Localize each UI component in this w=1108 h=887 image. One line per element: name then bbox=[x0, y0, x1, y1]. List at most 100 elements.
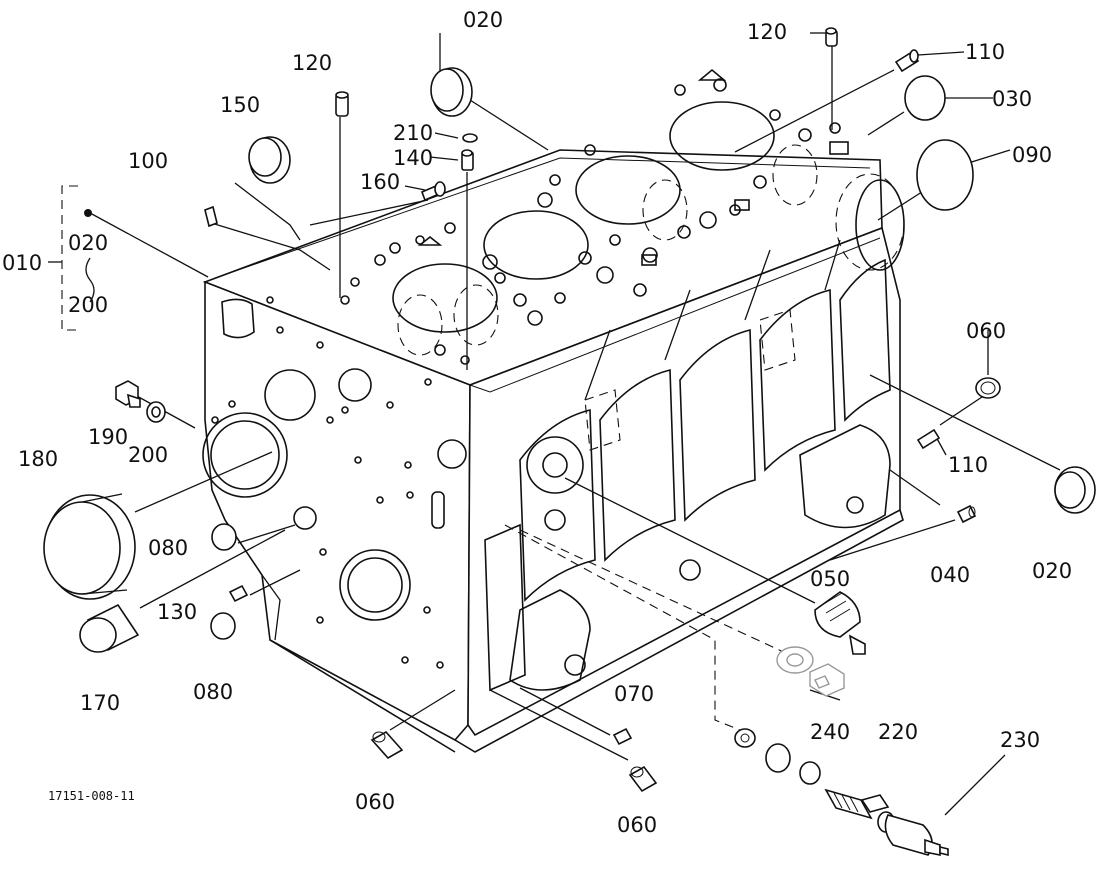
front-bore-hole bbox=[293, 506, 317, 530]
boss-pad-lower bbox=[544, 509, 566, 531]
hidden-bore-c bbox=[642, 179, 688, 241]
callout-120-right: 120 bbox=[747, 20, 787, 44]
rear-flange bbox=[799, 424, 891, 529]
cylinder-bore-2 bbox=[483, 210, 589, 280]
part-170-cap bbox=[79, 603, 140, 653]
front-face-holes bbox=[211, 296, 444, 669]
hidden-bore-a bbox=[397, 294, 443, 356]
part-210-o-ring bbox=[462, 133, 478, 143]
front-bore-small bbox=[338, 368, 372, 402]
boss-pad-hole bbox=[542, 452, 568, 478]
front-side-rail bbox=[484, 523, 526, 692]
callout-140: 140 bbox=[393, 146, 433, 170]
cylinder-block bbox=[202, 68, 905, 753]
part-230-sensor-assembly bbox=[734, 728, 949, 857]
callout-070: 070 bbox=[614, 682, 654, 706]
part-180-oil-seal bbox=[43, 493, 136, 600]
callout-060-bottom-left: 060 bbox=[355, 790, 395, 814]
block-base-edge bbox=[269, 639, 456, 753]
part-140-collar bbox=[461, 149, 474, 171]
deck-lip bbox=[469, 237, 881, 393]
part-020-right-ring bbox=[1054, 466, 1096, 514]
callout-020-top: 020 bbox=[463, 8, 503, 32]
callout-030: 030 bbox=[992, 87, 1032, 111]
front-bore-lower bbox=[339, 549, 411, 621]
part-030-plug bbox=[904, 75, 946, 121]
part-020-top-plug bbox=[430, 67, 473, 117]
front-bore-lower-inner bbox=[347, 557, 403, 613]
callout-010: 010 bbox=[2, 251, 42, 275]
callout-190: 190 bbox=[88, 425, 128, 449]
callout-120-left: 120 bbox=[292, 51, 332, 75]
part-110-top-sleeve bbox=[894, 49, 920, 73]
part-190-plug-bolt bbox=[115, 380, 141, 408]
callout-170: 170 bbox=[80, 691, 120, 715]
hidden-bore-b bbox=[453, 284, 499, 346]
deck-holes bbox=[340, 68, 849, 365]
callout-110-right: 110 bbox=[948, 453, 988, 477]
callout-090: 090 bbox=[1012, 143, 1052, 167]
front-window bbox=[221, 298, 255, 339]
callout-210: 210 bbox=[393, 121, 433, 145]
part-060-right-plug bbox=[975, 377, 1001, 399]
callout-020-bracket: 020 bbox=[68, 231, 108, 255]
front-bore-upper bbox=[264, 369, 316, 421]
part-080-lower-plug bbox=[210, 612, 236, 640]
callout-160: 160 bbox=[360, 170, 400, 194]
bracket-010 bbox=[48, 185, 95, 331]
front-slot bbox=[431, 491, 445, 529]
callout-200-washer: 200 bbox=[128, 443, 168, 467]
deck-edge bbox=[214, 157, 871, 279]
callout-050: 050 bbox=[810, 567, 850, 591]
rear-flange-hole bbox=[846, 496, 864, 514]
part-120-left-pin bbox=[335, 91, 349, 117]
part-150-cap bbox=[248, 136, 291, 184]
block-bottom-rail bbox=[454, 509, 904, 753]
part-060-bottom-left-plug bbox=[370, 730, 404, 760]
callout-080-lower: 080 bbox=[193, 680, 233, 704]
part-130-pin bbox=[228, 584, 249, 603]
part-080-upper-plug bbox=[211, 523, 237, 551]
front-bore-mid bbox=[437, 439, 467, 469]
boss-pad bbox=[526, 436, 584, 494]
cylinder-bore-1 bbox=[392, 263, 498, 333]
figure-code: 17151-008-11 bbox=[48, 789, 135, 803]
front-crank-bore-inner bbox=[210, 420, 280, 490]
part-060-bottom-mid-plug bbox=[628, 765, 658, 793]
callout-060-bottom-mid: 060 bbox=[617, 813, 657, 837]
part-070-plug bbox=[612, 727, 633, 746]
block-front-lower bbox=[261, 574, 281, 641]
part-050-fitting bbox=[814, 591, 866, 655]
callout-110-top: 110 bbox=[965, 40, 1005, 64]
cylinder-bore-3 bbox=[575, 155, 681, 225]
callout-150: 150 bbox=[220, 93, 260, 117]
part-120-right-pin bbox=[825, 27, 838, 47]
part-090-cover bbox=[916, 139, 974, 211]
callout-080-upper: 080 bbox=[148, 536, 188, 560]
front-crank-bore bbox=[202, 412, 288, 498]
callout-040: 040 bbox=[930, 563, 970, 587]
callout-020-right: 020 bbox=[1032, 559, 1072, 583]
callout-230: 230 bbox=[1000, 728, 1040, 752]
callout-labels: 010 020 020 020 030 040 050 060 060 060 … bbox=[2, 8, 1072, 837]
callout-240: 240 bbox=[810, 720, 850, 744]
part-220-bolt bbox=[809, 663, 845, 697]
lower-flange-hole bbox=[564, 654, 586, 676]
lower-flange-left bbox=[509, 589, 591, 691]
callout-200-bracket: 200 bbox=[68, 293, 108, 317]
callout-100: 100 bbox=[128, 149, 168, 173]
rear-boss bbox=[855, 179, 905, 271]
part-160-bolt bbox=[420, 181, 446, 202]
part-110-right-pin bbox=[916, 428, 941, 450]
hidden-bore-d bbox=[772, 144, 818, 206]
part-240-washer bbox=[776, 646, 814, 674]
cylinder-bore-4 bbox=[669, 101, 775, 171]
callout-220: 220 bbox=[878, 720, 918, 744]
part-100-pin bbox=[204, 205, 218, 228]
part-040-plug bbox=[956, 504, 977, 524]
side-ribs bbox=[519, 239, 891, 602]
callout-060-right: 060 bbox=[966, 319, 1006, 343]
part-200-washer bbox=[146, 401, 166, 423]
callout-130: 130 bbox=[157, 600, 197, 624]
